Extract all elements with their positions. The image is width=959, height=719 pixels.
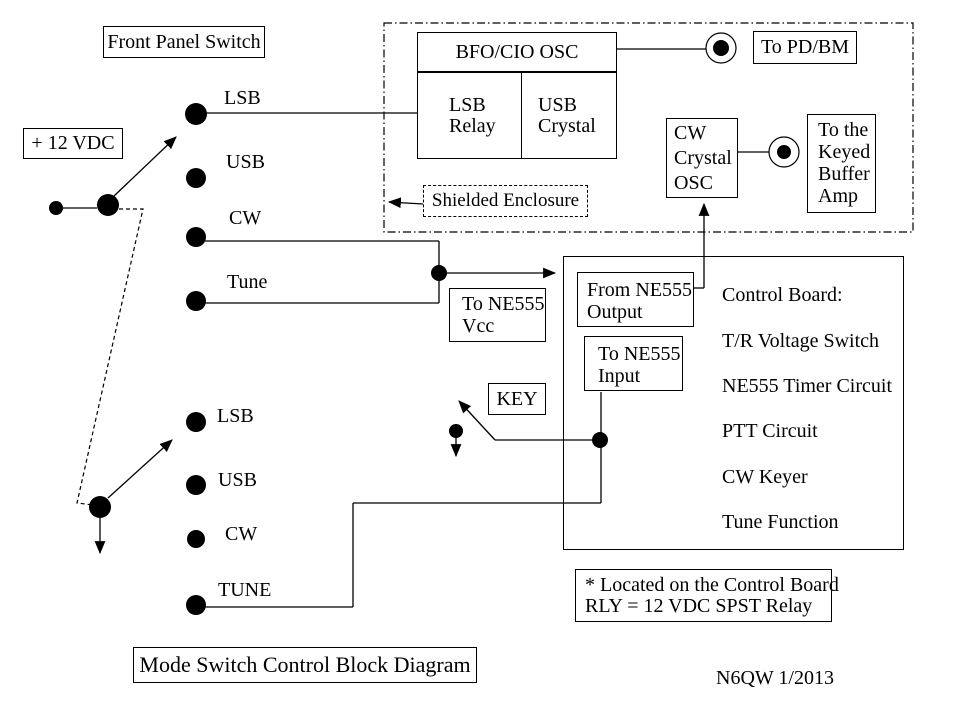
cw-crystal-osc-line2: Crystal [674,147,732,169]
signature-text: N6QW 1/2013 [716,667,834,689]
control-board-item-cw-keyer: CW Keyer [722,466,808,488]
contact-label-tune2: TUNE [218,579,272,601]
bfo-cells: LSB Relay USB Crystal [418,73,616,158]
to-ne555-input-box: To NE555 Input [584,336,683,391]
contact-label-lsb2: LSB [217,405,254,427]
key-box: KEY [488,383,546,415]
pole2-dot [89,496,111,518]
pd-bm-terminal-dot [713,40,729,56]
contact-dot-cw1 [186,227,206,247]
contact-label-usb2: USB [218,469,257,491]
junction-dot-key-input [592,432,608,448]
control-board-box [563,256,904,550]
contact-dot-usb1 [186,168,206,188]
diagram-title-box: Mode Switch Control Block Diagram [133,647,477,683]
contact-dot-cw2 [187,530,205,548]
supply-12vdc-box: + 12 VDC [23,128,123,159]
cw-crystal-osc-box: CW Crystal OSC [666,118,738,198]
contact-label-tune1: Tune [227,271,268,293]
contact-dot-tune2 [186,595,206,615]
contact-dot-tune1 [186,291,206,311]
key-label: KEY [496,387,538,410]
keyed-buffer-line3: Buffer [818,163,870,185]
cw-crystal-osc-line1: CW [674,122,707,144]
contact-label-cw2: CW [225,523,258,545]
control-board-title: Control Board: [722,284,843,306]
to-pd-bm-label: To PD/BM [760,36,850,58]
to-keyed-buffer-amp-box: To the Keyed Buffer Amp [807,114,876,213]
lsb-relay-line2: Relay [449,114,496,137]
junction-dot-cw-tune [431,265,447,281]
ne555-output-line1: From NE555 [587,279,692,301]
usb-crystal-cell: USB Crystal [522,73,616,158]
note-line1: * Located on the Control Board [585,574,839,596]
key-lever-arrow [458,400,496,441]
keyed-buffer-terminal-dot [777,145,791,159]
pole1-dot [97,194,119,216]
ne555-output-line2: Output [587,301,643,323]
to-pd-bm-box: To PD/BM [753,31,857,64]
usb-crystal-line2: Crystal [538,114,596,137]
bfo-cio-osc-box: BFO/CIO OSC LSB Relay USB Crystal [417,32,617,159]
from-ne555-output-box: From NE555 Output [577,272,694,327]
shielded-enclosure-label: Shielded Enclosure [431,190,580,211]
lsb-relay-line1: LSB [449,93,486,116]
usb-crystal-line1: USB [538,93,577,116]
contact-label-cw1: CW [229,207,262,229]
supply-terminal-dot [49,201,63,215]
note-box: * Located on the Control Board RLY = 12 … [575,569,839,622]
diagram-title: Mode Switch Control Block Diagram [139,652,471,677]
cw-crystal-osc-line3: OSC [674,172,713,194]
front-panel-switch-box: Front Panel Switch [103,26,265,58]
control-board-item-tr-voltage: T/R Voltage Switch [722,330,880,352]
supply-12vdc-label: + 12 VDC [31,132,115,154]
control-board-item-ne555-timer: NE555 Timer Circuit [722,375,893,397]
contact-label-usb1: USB [226,151,265,173]
keyed-buffer-line2: Keyed [818,141,871,163]
contact-dot-lsb1 [185,103,207,125]
control-board-item-tune-function: Tune Function [722,511,839,533]
pole1-lever-arrow [113,136,177,197]
ne555-vcc-line2: Vcc [462,315,495,337]
lsb-relay-cell: LSB Relay [418,73,522,158]
pole2-lever-arrow [107,439,173,499]
keyed-buffer-line4: Amp [818,185,858,207]
shielded-enclosure-label-box: Shielded Enclosure [423,185,588,217]
ne555-input-line2: Input [598,365,641,387]
bfo-cio-osc-header: BFO/CIO OSC [418,33,616,73]
front-panel-switch-label: Front Panel Switch [107,30,261,53]
note-line2: RLY = 12 VDC SPST Relay [585,595,813,617]
contact-dot-lsb2 [186,412,206,432]
contact-dot-usb2 [186,475,206,495]
ne555-vcc-line1: To NE555 [462,293,545,315]
ne555-input-line1: To NE555 [598,343,681,365]
contact-label-lsb1: LSB [224,87,261,109]
gang-link-dashed-line [76,208,144,506]
keyed-buffer-line1: To the [818,119,869,141]
shielded-enclosure-boundary [383,22,914,233]
control-board-item-ptt: PTT Circuit [722,420,818,442]
shielded-enclosure-pointer-arrow [387,197,424,209]
to-ne555-vcc-box: To NE555 Vcc [449,288,546,342]
key-contact-dot [449,424,463,438]
